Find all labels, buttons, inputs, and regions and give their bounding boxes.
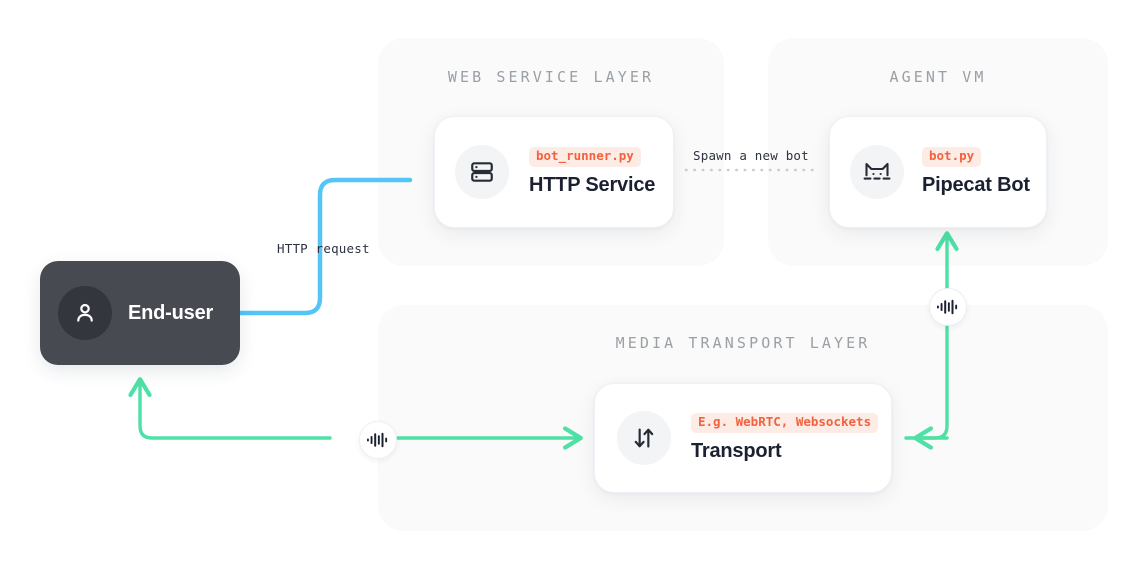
node-http-service[interactable]: bot_runner.py HTTP Service [434, 116, 674, 228]
panel-title-media-transport-layer: MEDIA TRANSPORT LAYER [615, 334, 871, 352]
node-transport[interactable]: E.g. WebRTC, Websockets Transport [594, 383, 892, 493]
node-badge-http-service: bot_runner.py [529, 147, 641, 167]
audio-waveform-icon [929, 288, 967, 326]
node-badge-pipecat-bot: bot.py [922, 147, 982, 167]
pipecat-cat-icon [850, 145, 904, 199]
node-text-group: bot_runner.py HTTP Service [529, 147, 655, 196]
node-text-group: bot.py Pipecat Bot [922, 147, 1030, 196]
node-title-http-service: HTTP Service [529, 173, 656, 196]
server-icon [455, 145, 509, 199]
avatar [58, 286, 112, 340]
connector-label-spawn-a-new-bot: Spawn a new bot [693, 148, 809, 163]
panel-title-agent-vm: AGENT VM [889, 68, 987, 86]
audio-waveform-icon [359, 421, 397, 459]
node-end-user[interactable]: End-user [40, 261, 240, 365]
panel-title-web-service-layer: WEB SERVICE LAYER [447, 68, 655, 86]
node-label-end-user: End-user [128, 301, 214, 324]
connector-label-http-request: HTTP request [277, 241, 370, 256]
node-text-group: E.g. WebRTC, Websockets Transport [691, 413, 879, 462]
node-title-pipecat-bot: Pipecat Bot [922, 173, 1030, 196]
node-pipecat-bot[interactable]: bot.py Pipecat Bot [829, 116, 1047, 228]
up-down-arrows-icon [617, 411, 671, 465]
node-title-transport: Transport [691, 439, 782, 462]
edge-transport-to-user [140, 382, 332, 440]
node-badge-transport: E.g. WebRTC, Websockets [691, 413, 879, 433]
